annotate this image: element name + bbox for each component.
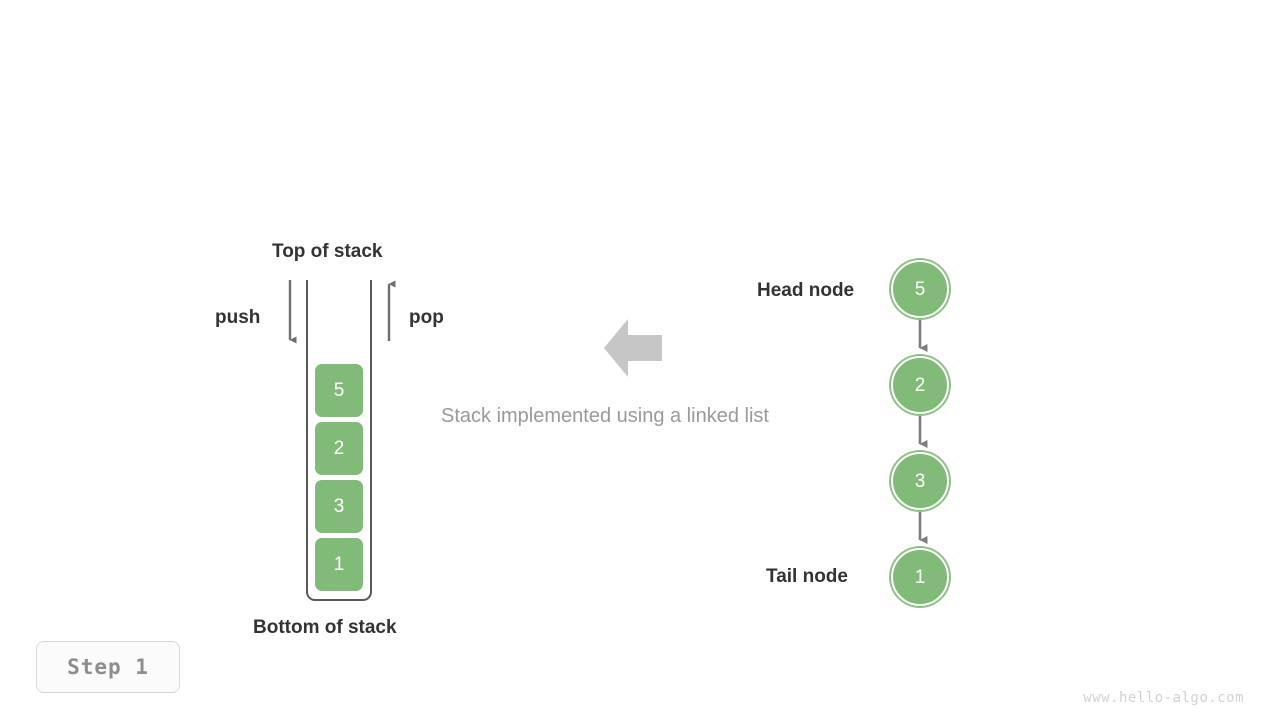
stack-cell-list: 5 2 3 1 [311,364,367,591]
list-node: 2 [891,356,949,414]
pop-arrow-icon [387,280,396,341]
stack-cell: 5 [315,364,363,417]
figure-caption: Stack implemented using a linked list [441,405,769,427]
linked-list-edges [918,320,928,544]
tail-node-label: Tail node [766,566,848,587]
linked-list-figure: Head node Tail node 5 2 3 1 [700,0,1280,720]
list-node: 1 [891,548,949,606]
head-node-label: Head node [757,280,855,301]
list-node: 3 [891,452,949,510]
stack-figure: Top of stack push pop 5 [0,0,520,720]
watermark: www.hello-algo.com [1083,690,1244,706]
stack-top-label: Top of stack [272,241,383,262]
push-arrow-icon [288,280,297,344]
step-badge: Step 1 [36,641,180,693]
stack-cell: 2 [315,422,363,475]
stack-cell: 1 [315,538,363,591]
stack-bottom-label: Bottom of stack [253,617,397,638]
pop-label: pop [409,307,444,328]
stack-cell: 3 [315,480,363,533]
list-node: 5 [891,260,949,318]
push-label: push [215,307,261,328]
transform-arrow-left-icon [604,319,662,377]
